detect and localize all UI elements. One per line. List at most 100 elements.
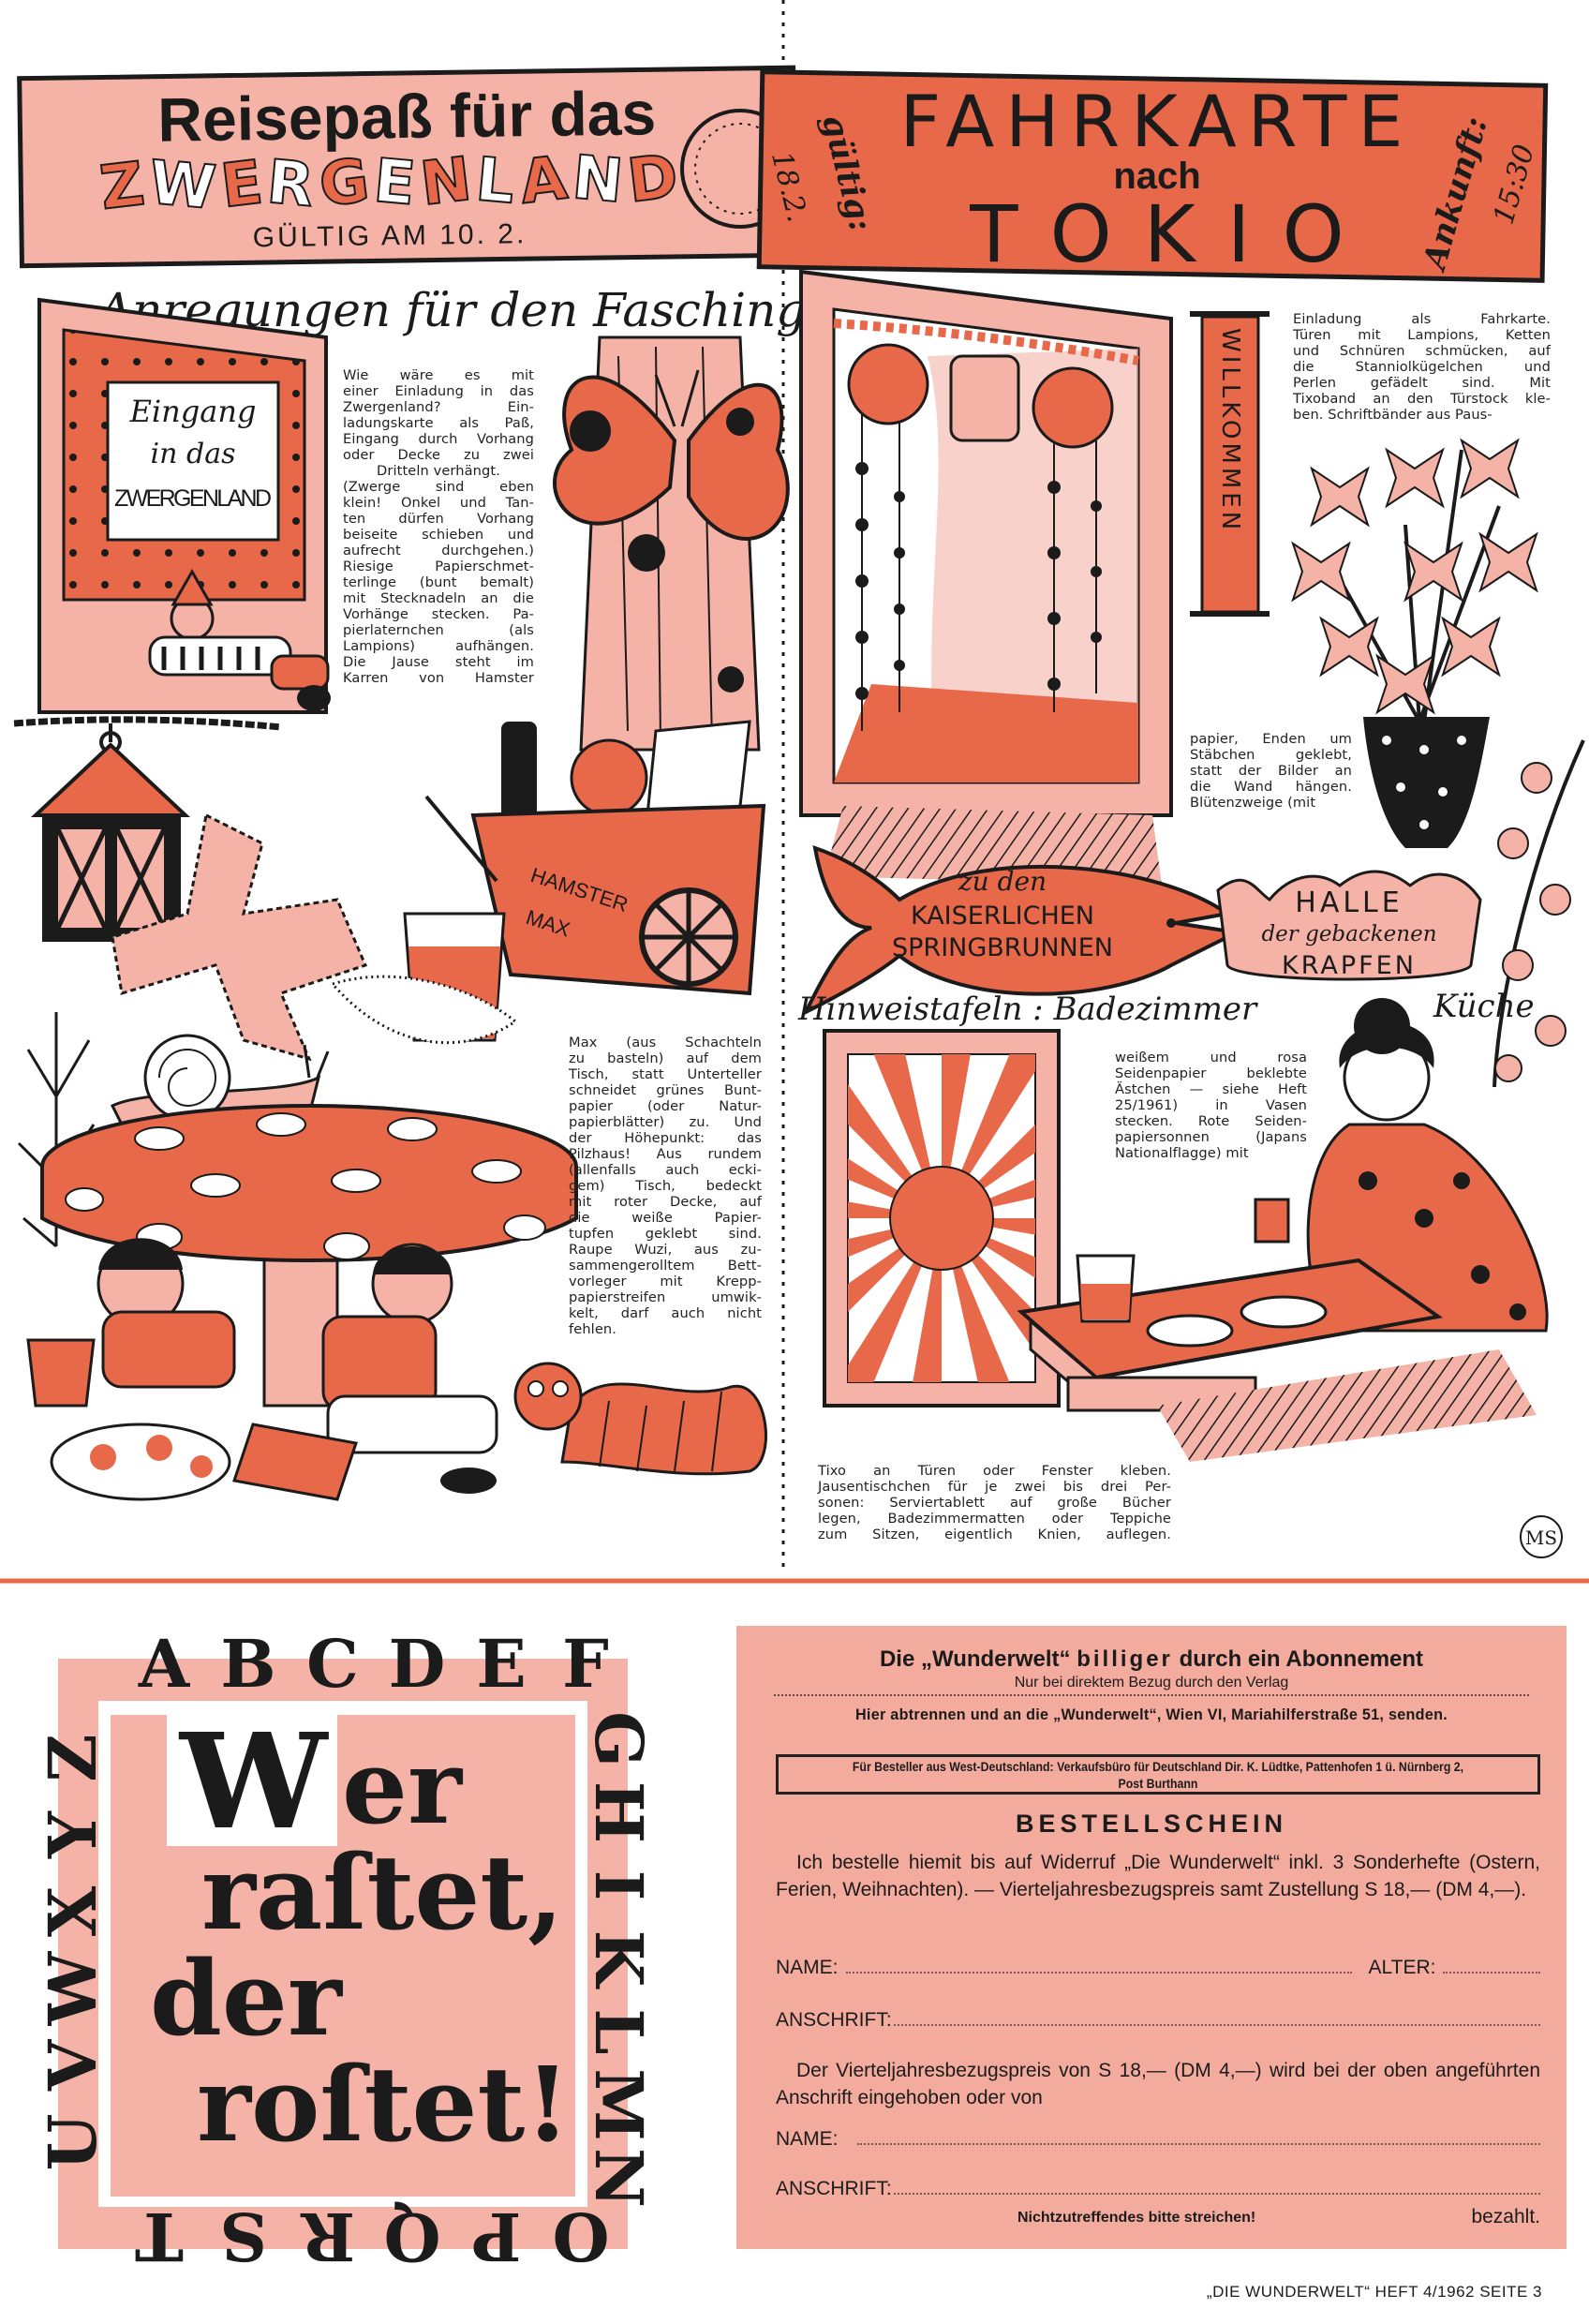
payer-name-input-line[interactable] <box>856 2142 1540 2145</box>
text-line: sammengerolltem Bett- <box>569 1258 762 1274</box>
children-illustration <box>50 1238 498 1501</box>
age-label: ALTER: <box>1368 1957 1436 1978</box>
text-line: Tixo an Türen oder Fenster kleben. <box>818 1463 1171 1479</box>
motto-line4: roſtet! <box>197 2044 571 2165</box>
text-line: der Höhepunkt: das <box>569 1130 762 1146</box>
text-block-jausentisch: Tixo an Türen oder Fenster kleben.Jausen… <box>818 1463 1171 1542</box>
text-line: tupfen geklebt sind. <box>569 1226 762 1242</box>
text-block-fahrkarte: Einladung als Fahrkarte.Türen mit Lampio… <box>1293 311 1551 423</box>
text-line: papier (oder Natur- <box>569 1098 762 1114</box>
text-line: Vorhänge stecken. Pa- <box>343 606 534 622</box>
floor-mat <box>1157 1349 1537 1462</box>
motto-initial: W <box>180 1706 328 1859</box>
name-label: NAME: <box>776 1957 839 1978</box>
text-line: legen, Badezimmermatten oder Teppiche <box>818 1511 1171 1527</box>
text-line: Max (aus Schachteln <box>569 1035 762 1050</box>
hall-sign: HALLE der gebackenen KRAPFEN <box>1216 870 1482 981</box>
form-heading: BESTELLSCHEIN <box>1015 1810 1288 1838</box>
alphabet-letter: R <box>300 2197 355 2275</box>
text-line: die Wand hängen. <box>1190 779 1352 795</box>
alphabet-letter: Y <box>34 1810 111 1859</box>
text-line: Die Jause steht im <box>343 654 534 670</box>
address-field[interactable]: ANSCHRIFT: <box>776 2008 1540 2032</box>
passport-validity: GÜLTIG AM 10. 2. <box>252 218 527 254</box>
fish-sign-line3: SPRINGBRUNNEN <box>892 933 1113 962</box>
entrance-sign-line2: in das <box>151 438 236 470</box>
alphabet-letter: L <box>580 2008 658 2054</box>
hall-sign-line3: KRAPFEN <box>1282 951 1417 980</box>
alphabet-letter: S <box>220 2197 268 2275</box>
address-input-line[interactable] <box>893 2023 1540 2026</box>
payer-address-label: ANSCHRIFT: <box>776 2178 892 2199</box>
text-line: schneidet grünes Bunt- <box>569 1082 762 1098</box>
name-input-line[interactable] <box>845 1971 1352 1974</box>
age-input-line[interactable] <box>1443 1971 1540 1974</box>
text-line: Pilzhaus! Aus rundem <box>569 1146 762 1162</box>
entrance-door-illustration: Eingang in das ZWERGENLAND <box>37 297 331 714</box>
hall-sign-line2: der gebackenen <box>1261 922 1436 946</box>
text-line: vorleger mit Krepp- <box>569 1274 762 1289</box>
alphabet-letter: P <box>472 2197 522 2275</box>
motto-line2: raſtet, <box>201 1832 564 1953</box>
potted-plant-illustration <box>17 1012 96 1408</box>
payer-address-input-line[interactable] <box>893 2192 1540 2195</box>
text-line: papiersonnen (Japans <box>1115 1129 1307 1145</box>
text-line: (allenfalls auch ecki- <box>569 1162 762 1178</box>
alphabet-letter: U <box>34 2113 111 2170</box>
crawling-dwarf <box>148 568 331 711</box>
zwergenland-letter: W <box>145 147 219 224</box>
payer-address-field[interactable]: ANSCHRIFT: <box>776 2177 1540 2200</box>
alphabet-letter: E <box>476 1625 526 1703</box>
alphabet-letter: N <box>580 2148 658 2208</box>
text-line: aufrecht durchgehen.) <box>343 543 534 559</box>
form-subtitle: Nur bei direktem Bezug durch den Verlag <box>1014 1675 1289 1691</box>
tear-off-line <box>774 1694 1529 1696</box>
alphabet-letter: C <box>306 1625 359 1703</box>
zwergenland-letter: E <box>216 147 267 223</box>
welcome-banner-text: WILLKOMMEN <box>1216 328 1244 533</box>
text-line: kelt, darf auch nicht <box>569 1305 762 1321</box>
text-line: Jausentischchen für je zwei bis drei Per… <box>818 1479 1171 1495</box>
order-text: Ich bestelle hiemit bis auf Widerruf „Di… <box>776 1852 1540 1900</box>
text-line: mit Stecknadeln an die <box>343 590 534 606</box>
motto-line3: der <box>150 1938 342 2059</box>
alphabet-letter: D <box>389 1625 446 1703</box>
text-line: pierlaternchen (als <box>343 622 534 638</box>
alphabet-letter: X <box>34 1885 111 1937</box>
fish-sign-line1: zu den <box>958 866 1047 897</box>
text-line: papierstreifen umwik- <box>569 1289 762 1305</box>
form-send-address: Hier abtrennen und an die „Wunderwelt“, … <box>854 1706 1448 1723</box>
paid-label: bezahlt. <box>1471 2206 1540 2227</box>
text-line: die Stanniolkügelchen und <box>1293 359 1551 375</box>
text-line: die weiße Papier- <box>569 1210 762 1226</box>
text-line: Karren von Hamster <box>343 670 534 686</box>
payer-name-field[interactable]: NAME: <box>776 2127 1540 2151</box>
zwergenland-word: ZWERGENLAND <box>2 141 777 224</box>
alphabet-letter: Z <box>34 1734 111 1781</box>
text-line: terlinge (bunt bemalt) <box>343 574 534 590</box>
zwergenland-letter: A <box>515 142 572 218</box>
text-line: einer Einladung in das <box>343 383 534 399</box>
sun-ray <box>942 1218 1035 1352</box>
sun-ray <box>942 1218 1035 1235</box>
alphabet-letter: F <box>562 1625 609 1703</box>
text-line: Eingang durch Vorhang <box>343 431 534 447</box>
alphabet-letter: T <box>135 2197 184 2275</box>
text-line: Dritteln verhängt. <box>377 463 500 479</box>
blossom-vase-illustration <box>1291 438 1538 848</box>
order-form: Die „Wunderwelt“ billiger durch ein Abon… <box>736 1626 1567 2249</box>
entrance-sign-line3: ZWERGENLAND <box>114 485 272 512</box>
zwergenland-letter: E <box>370 145 419 220</box>
payer-name-label: NAME: <box>776 2128 839 2150</box>
alphabet-letter: V <box>34 2038 111 2092</box>
page-footer: „DIE WUNDERWELT“ HEFT 4/1962 SEITE 3 <box>1206 2283 1542 2301</box>
text-line: papierblätter) zu. Und <box>569 1114 762 1130</box>
text-line: papier, Enden um <box>1190 731 1352 747</box>
signs-caption: Hinweistafeln : Badezimmer <box>797 991 1258 1028</box>
name-field[interactable]: NAME: ALTER: <box>776 1956 1540 1979</box>
